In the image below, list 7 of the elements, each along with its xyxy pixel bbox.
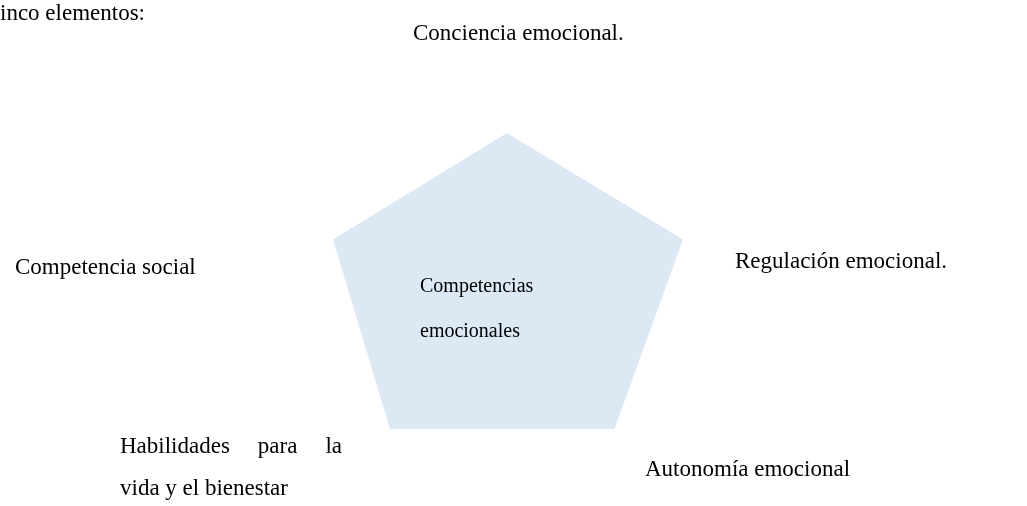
label-text: Autonomía emocional <box>645 455 851 483</box>
label-text: Competencia social <box>15 253 196 281</box>
node-text: Competencias emocionales <box>420 273 535 343</box>
label-text: Habilidades para la vida y el bienestar <box>120 432 342 502</box>
label-text: inco elementos: <box>0 0 145 27</box>
label-text: Regulación emocional. <box>735 247 948 275</box>
label-text: Conciencia emocional. <box>413 19 624 47</box>
